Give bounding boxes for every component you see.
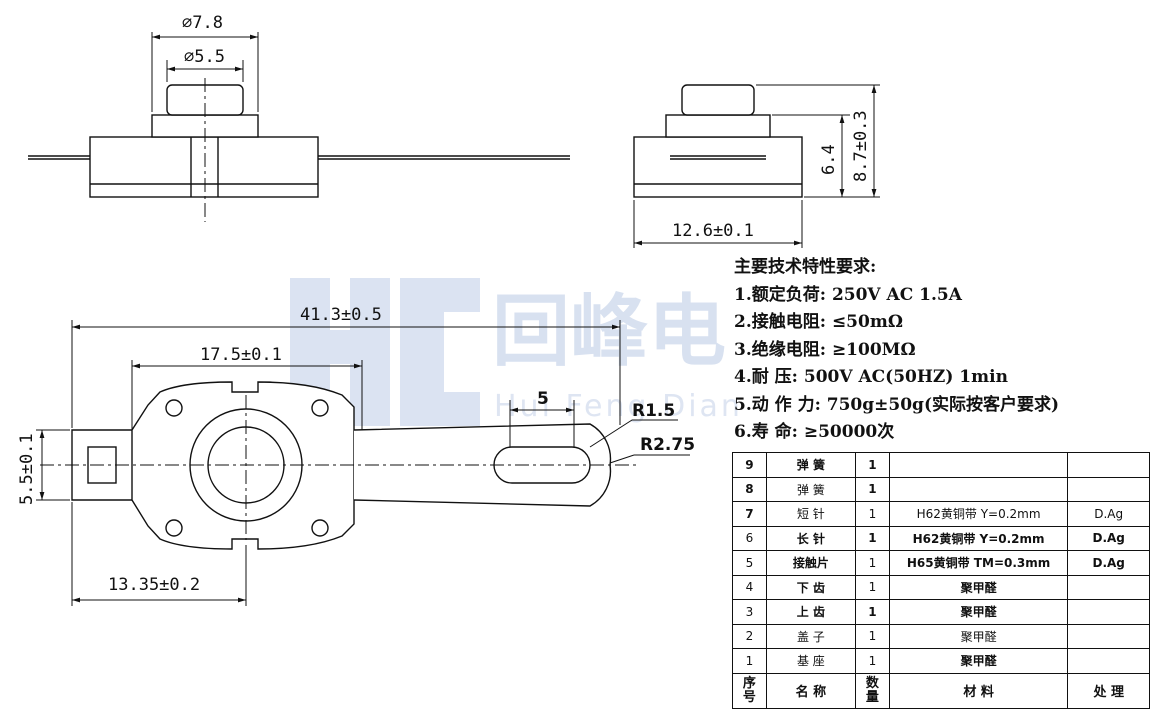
table-row: 4 下 齿 1 聚甲醛 [732,574,1150,600]
requirement-item: 2.接触电阻: ≤50mΩ [734,312,903,332]
table-row: 9 弹 簧 1 [732,452,1150,478]
requirement-item: 5.动 作 力: 750g±50g(实际按客户要求) [734,394,1060,415]
dim-side-width: 12.6±0.1 [672,221,754,241]
dim-slot-length: 5 [537,389,549,409]
table-row: 1 基 座 1 聚甲醛 [732,648,1150,674]
dim-body-width: 17.5±0.1 [200,345,282,365]
dim-top-outer-dia: ⌀7.8 [182,13,223,33]
front-view [28,32,570,222]
side-view [633,84,880,248]
requirement-item: 4.耐 压: 500V AC(50HZ) 1min [734,367,1008,387]
dim-radius-small: R1.5 [632,401,675,421]
dim-side-total-height: 8.7±0.3 [851,110,871,182]
table-row: 3 上 齿 1 聚甲醛 [732,599,1150,625]
table-row: 5 接触片 1 H65黄铜带 TM=0.3mm D.Ag [732,550,1150,576]
table-header-row: 序号 名 称 数量 材 料 处 理 [732,672,1150,709]
dim-overall-length: 41.3±0.5 [300,305,382,325]
plan-view [36,320,690,606]
requirement-item: 1.额定负荷: 250V AC 1.5A [734,284,962,305]
dim-side-height: 6.4 [819,144,839,175]
watermark-name: 回峰电 [492,287,726,377]
watermark: 回峰电 Hui Feng Dian [290,278,743,426]
dim-top-inner-dia: ⌀5.5 [184,47,225,67]
requirement-item: 6.寿 命: ≥50000次 [734,422,895,442]
watermark-pinyin: Hui Feng Dian [494,389,743,424]
requirement-item: 3.绝缘电阻: ≥100MΩ [734,339,916,360]
dim-center-offset: 13.35±0.2 [108,575,200,595]
bom-table: 9 弹 簧 1 8 弹 簧 1 7 短 针 1 H62黄铜带 Y=0.2mm D… [732,452,1150,709]
table-row: 6 长 针 1 H62黄铜带 Y=0.2mm D.Ag [732,525,1150,551]
watermark-logo [290,278,480,426]
table-row: 2 盖 子 1 聚甲醛 [732,623,1150,649]
technical-requirements: 主要技术特性要求: 1.额定负荷: 250V AC 1.5A 2.接触电阻: ≤… [734,254,1144,447]
requirements-title: 主要技术特性要求: [734,257,877,277]
table-row: 8 弹 簧 1 [732,476,1150,502]
table-row: 7 短 针 1 H62黄铜带 Y=0.2mm D.Ag [732,501,1150,527]
dim-tab-height: 5.5±0.1 [17,433,37,505]
dim-radius-large: R2.75 [640,435,695,455]
